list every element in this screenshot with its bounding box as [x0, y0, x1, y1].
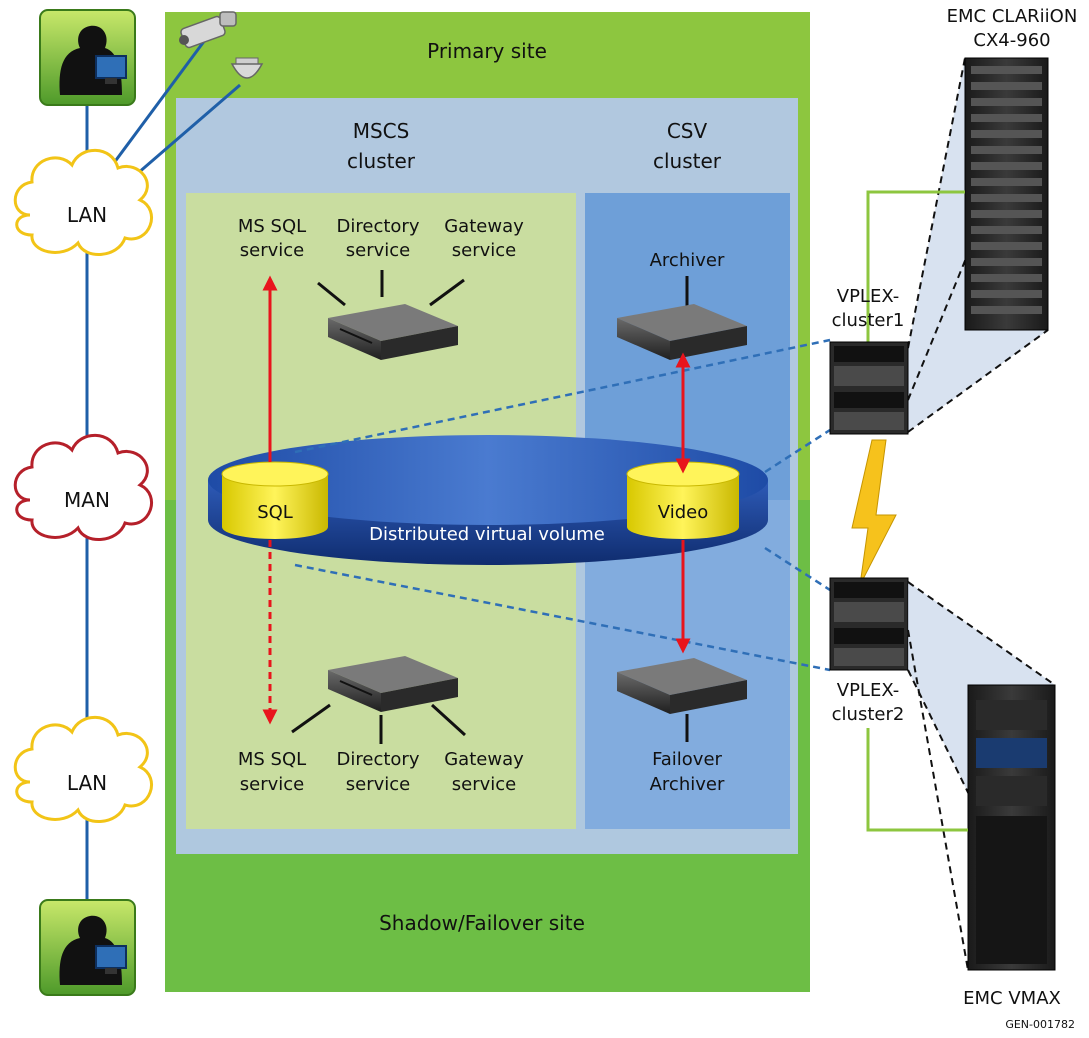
vmax-rack-icon: [967, 684, 1056, 971]
archiver-server-icon: [617, 304, 747, 360]
vmax-dash-2: [907, 629, 969, 971]
operator-workstation-icon-top: [39, 9, 136, 106]
dome-camera-icon: [230, 57, 264, 79]
lan-top-label: LAN: [67, 203, 107, 227]
connector-gateway-top: [429, 278, 465, 307]
vplex2-label-l2: cluster2: [832, 704, 905, 725]
vmax-dash-1: [907, 581, 1056, 686]
clariion-label-l2: CX4-960: [973, 30, 1050, 51]
volume-label: Distributed virtual volume: [369, 524, 605, 545]
archiver-label: Archiver: [650, 250, 725, 271]
sql-label: SQL: [257, 502, 293, 523]
gateway-service-bottom-l1: Gateway: [444, 749, 524, 770]
box-camera-icon: [179, 11, 237, 49]
directory-service-bottom-l2: service: [346, 774, 410, 795]
connector-sql-bottom: [291, 703, 331, 734]
clariion-dash-3: [907, 329, 1049, 433]
connector-sql-top: [317, 281, 346, 307]
dashed-link-video-vplex1: [764, 428, 831, 474]
figure-id: GEN-001782: [1005, 1018, 1075, 1031]
gateway-service-top-l1: Gateway: [444, 216, 524, 237]
wan-lightning-icon: [851, 439, 897, 586]
man-cloud: MAN: [13, 433, 153, 541]
connector-gateway-bottom: [430, 703, 467, 737]
gateway-service-top-l2: service: [452, 240, 516, 261]
ms-sql-service-top-l2: service: [240, 240, 304, 261]
directory-service-top-l1: Directory: [337, 216, 420, 237]
gateway-service-bottom-l2: service: [452, 774, 516, 795]
mscs-label-line1: MSCS: [353, 119, 410, 143]
ms-sql-service-top-l1: MS SQL: [238, 216, 306, 237]
man-label: MAN: [64, 488, 110, 512]
directory-service-top-l2: service: [346, 240, 410, 261]
csv-label-line2: cluster: [653, 149, 722, 173]
csv-label-line1: CSV: [667, 119, 708, 143]
lan-cloud-bottom: LAN: [13, 715, 153, 823]
primary-site-label: Primary site: [427, 39, 547, 63]
ms-sql-service-bottom-l2: service: [240, 774, 304, 795]
video-label: Video: [658, 502, 708, 523]
mscs-label-line2: cluster: [347, 149, 416, 173]
vplex2-label-l1: VPLEX-: [837, 680, 900, 701]
vplex-cluster2-icon: [829, 577, 909, 671]
ms-sql-service-bottom-l1: MS SQL: [238, 749, 306, 770]
dashed-link-video-vplex2: [764, 546, 831, 592]
camera-link-2: [129, 83, 241, 182]
directory-service-bottom-l1: Directory: [337, 749, 420, 770]
vplex-cluster1-icon: [829, 341, 909, 435]
vmax-green-link: [866, 728, 968, 832]
failover-archiver-l1: Failover: [652, 749, 722, 770]
mscs-server-bottom-icon: [328, 656, 458, 712]
sql-cylinder: SQL: [221, 461, 329, 539]
lan-bottom-label: LAN: [67, 771, 107, 795]
vplex1-label-l1: VPLEX-: [837, 286, 900, 307]
mscs-server-top-icon: [328, 304, 458, 360]
dashed-link-sql-vplex2: [294, 563, 831, 672]
camera-link-1: [103, 39, 207, 176]
vplex1-label-l2: cluster1: [832, 310, 905, 331]
failover-archiver-l2: Archiver: [650, 774, 725, 795]
clariion-label-l1: EMC CLARiiON: [947, 6, 1078, 27]
operator-workstation-icon-bottom: [39, 899, 136, 996]
vmax-label: EMC VMAX: [963, 988, 1061, 1009]
clariion-rack-icon: [964, 57, 1049, 331]
clariion-dash-1: [907, 57, 966, 349]
clariion-green-link: [866, 190, 965, 345]
lan-cloud-top: LAN: [13, 148, 153, 256]
video-cylinder: Video: [626, 461, 740, 539]
failover-archiver-server-icon: [617, 658, 747, 714]
shadow-site-label: Shadow/Failover site: [379, 911, 585, 935]
